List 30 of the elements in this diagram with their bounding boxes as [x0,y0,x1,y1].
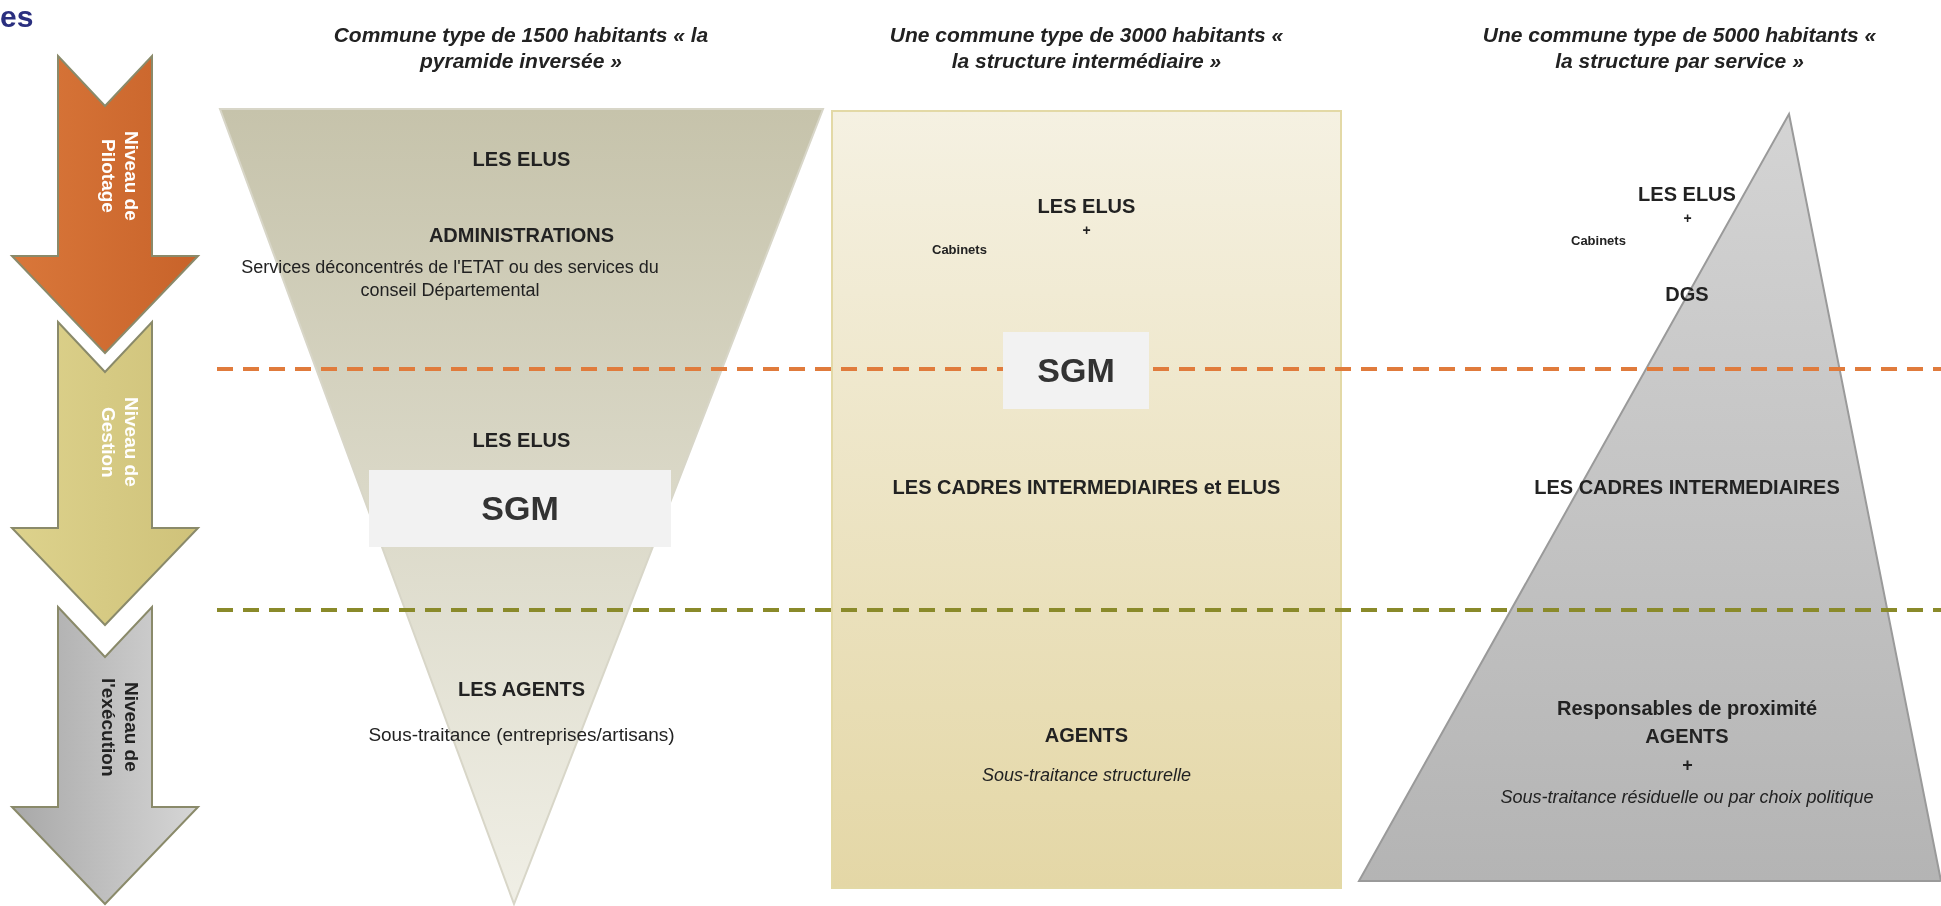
role-label: AGENTS [1644,724,1730,749]
role-label: LES CADRES INTERMEDIAIRES [1533,475,1841,500]
description-text: Services déconcentrés de l'ETAT ou des services du conseil Départemental [240,256,660,301]
role-label: AGENTS [1043,723,1130,748]
plus-sign: + [1081,222,1092,240]
role-label: LES AGENTS [456,677,587,702]
description-text: Sous-traitance structurelle [980,764,1193,787]
role-label: Cabinets [1571,233,1626,250]
label-box: SGM [1003,332,1149,409]
description-text: Sous-traitance (entreprises/artisans) [367,723,676,747]
role-label: Responsables de proximité [1555,696,1819,721]
level-label: Niveau de l'exécution [97,676,142,779]
role-label: LES ELUS [471,428,572,453]
description-text: Sous-traitance résiduelle ou par choix politique [1499,786,1875,809]
column-heading: Commune type de 1500 habitants « la pyramide inversée » [332,22,710,75]
column-heading: Une commune type de 5000 habitants « la structure par service » [1481,22,1878,75]
role-label: LES ELUS [1637,182,1737,207]
plus-sign: + [1682,210,1693,228]
level-label: Niveau de Pilotage [97,130,142,223]
role-label: ADMINISTRATIONS [427,223,616,248]
role-label: LES CADRES INTERMEDIAIRES et ELUS [891,475,1282,500]
role-label: DGS [1664,282,1710,307]
role-label: Cabinets [932,242,987,259]
role-label: LES ELUS [1036,194,1137,219]
column-heading: Une commune type de 3000 habitants « la structure intermédiaire » [888,22,1285,75]
label-box: SGM [369,470,671,547]
level-label: Niveau de Gestion [97,396,142,489]
plus-sign: + [1681,754,1694,777]
heading-text: es [0,2,34,32]
role-label: LES ELUS [471,147,572,172]
